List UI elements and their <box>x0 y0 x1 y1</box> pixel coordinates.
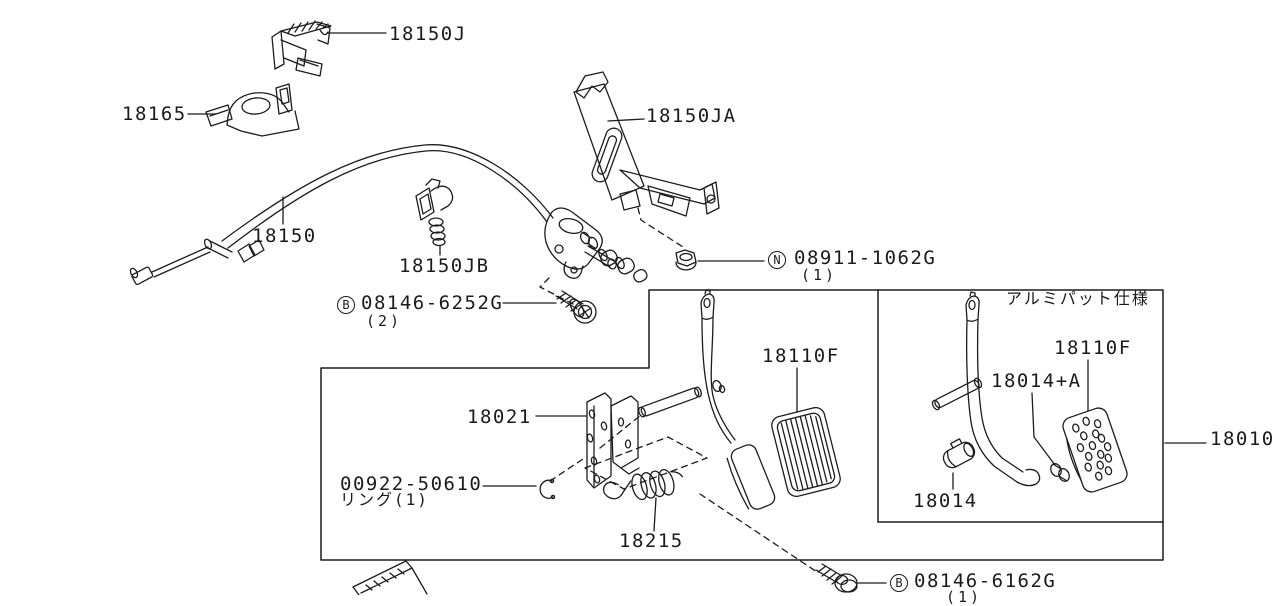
label-18150ja: 18150JA <box>646 105 737 127</box>
accelerator-pedal-drawing <box>638 289 776 510</box>
prefix-badge-n-1062: N <box>768 251 786 269</box>
label-18165: 18165 <box>122 103 187 125</box>
pedal-pad-18110f-drawing <box>771 406 841 498</box>
label-08146-6252g: 08146-6252G <box>361 292 504 314</box>
label-00922-50610: 00922-50610 <box>340 473 483 495</box>
label-08146-6252g-qty: (2) <box>366 312 403 330</box>
aluminum-pad-18110f-drawing <box>1062 407 1128 493</box>
assembly-dashed-lines <box>539 207 818 573</box>
bracket-18150ja-drawing <box>573 71 720 217</box>
label-18110f-right: 18110F <box>1054 337 1132 359</box>
aluminum-pad-variant-box <box>877 289 1164 523</box>
label-00922-50610-qty: リング(1) <box>340 490 429 509</box>
label-18021: 18021 <box>467 406 532 428</box>
variant-pedal-drawing <box>931 291 1041 487</box>
snap-ring-00922-drawing <box>539 478 556 500</box>
stopper-18014a-drawing <box>1050 463 1070 482</box>
label-18150jb: 18150JB <box>399 255 490 277</box>
label-18014a: 18014+A <box>991 370 1082 392</box>
cable-end-bracket-drawing <box>544 207 648 283</box>
label-18150j: 18150J <box>389 23 467 45</box>
clamp-18014-drawing <box>942 438 976 469</box>
leader-lines <box>187 32 1207 584</box>
return-spring-18215-drawing <box>602 469 684 501</box>
label-18215: 18215 <box>619 530 684 552</box>
nut-08911-1062g-drawing <box>675 249 697 271</box>
bolt-08146-6162g-drawing <box>815 563 858 593</box>
label-08146-6162g: 08146-6162G <box>914 570 1057 592</box>
mounting-plate-18021-drawing <box>586 392 640 489</box>
clip-18150jb-drawing <box>415 178 454 247</box>
screw-08146-6252g-drawing <box>555 290 597 324</box>
bracket-18165-drawing <box>205 83 300 137</box>
label-18150: 18150 <box>252 225 317 247</box>
label-08911-1062g: 08911-1062G <box>794 247 937 269</box>
label-aluminum-pad-note: アルミパット仕様 <box>1006 289 1150 308</box>
prefix-badge-b-6162: B <box>890 574 908 592</box>
label-18010: 18010 <box>1210 428 1275 450</box>
assembly-outline-box <box>320 289 1164 561</box>
label-08911-1062g-qty: (1) <box>801 266 838 284</box>
direction-arrow-partial-drawing <box>352 560 428 595</box>
throttle-cable-18150-drawing <box>129 144 554 286</box>
label-08146-6162g-qty: (1) <box>946 588 983 606</box>
label-18110f-left: 18110F <box>762 345 840 367</box>
bracket-18150j-drawing <box>271 20 332 77</box>
prefix-badge-b-6252: B <box>337 296 355 314</box>
label-18014: 18014 <box>913 490 978 512</box>
